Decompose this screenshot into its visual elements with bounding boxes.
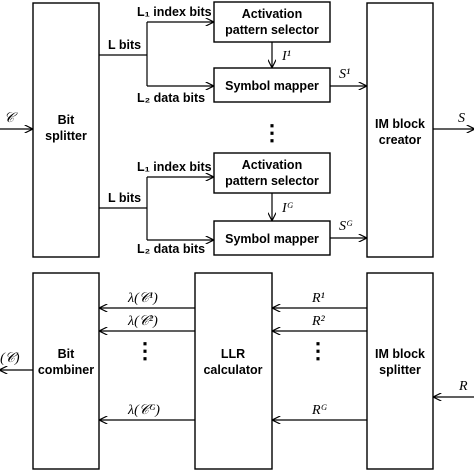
im-block-creator-label-1: IM block <box>375 117 425 131</box>
llr-calculator-label-2: calculator <box>203 363 262 377</box>
block-input-label-2: R² <box>311 314 326 329</box>
bit-splitter-label-1: Bit <box>58 113 76 127</box>
l-bits-label-1: L bits <box>108 38 141 52</box>
activation-selector-label-1b: pattern selector <box>225 23 319 37</box>
pattern-label-g: Iᴳ <box>281 201 294 216</box>
im-block-splitter-label-1: IM block <box>375 347 425 361</box>
data-bits-label-g: L₂ data bits <box>137 242 205 256</box>
symbol-mapper-label-1: Symbol mapper <box>225 79 319 93</box>
activation-selector-label-ga: Activation <box>242 158 302 172</box>
input-codeword-label: 𝒞 <box>4 111 18 126</box>
index-bits-label-g: L₁ index bits <box>137 160 212 174</box>
bit-splitter-label-2: splitter <box>45 129 87 143</box>
llr-calculator-block <box>194 272 273 470</box>
block-input-label-g: Rᴳ <box>311 403 328 418</box>
bit-combiner-label-2: combiner <box>38 363 94 377</box>
bit-combiner-block <box>32 272 100 470</box>
symbol-mapper-label-g: Symbol mapper <box>225 232 319 246</box>
group-ellipsis: ⋮ <box>261 120 283 145</box>
received-input-label: R <box>458 379 468 394</box>
activation-selector-label-gb: pattern selector <box>225 174 319 188</box>
llr-label-1: λ(𝒞¹) <box>127 291 158 306</box>
symbol-label-1: S¹ <box>339 67 350 82</box>
index-bits-label-1: L₁ index bits <box>137 5 212 19</box>
llr-label-g: λ(𝒞ᴳ) <box>127 403 160 418</box>
im-block-splitter-label-2: splitter <box>379 363 421 377</box>
data-bits-label-1: L₂ data bits <box>137 91 205 105</box>
activation-selector-label-1a: Activation <box>242 7 302 21</box>
block-input-ellipsis: ⋮ <box>307 338 329 363</box>
pattern-label-1: I¹ <box>281 49 291 64</box>
bit-splitter-block <box>32 2 100 258</box>
llr-output-label: λ(𝒞) <box>0 351 20 366</box>
symbol-label-g: Sᴳ <box>339 219 353 234</box>
l-bits-label-g: L bits <box>108 191 141 205</box>
output-s-label: S <box>458 111 465 126</box>
im-block-creator-label-2: creator <box>379 133 422 147</box>
symbol-mapper-block-1 <box>213 67 331 103</box>
im-block-creator-block <box>366 2 434 258</box>
block-input-label-1: R¹ <box>311 291 325 306</box>
activation-selector-block-g <box>213 152 331 194</box>
llr-ellipsis: ⋮ <box>134 338 156 363</box>
symbol-mapper-block-g <box>213 220 331 256</box>
im-block-splitter-block <box>366 272 434 470</box>
llr-label-2: λ(𝒞²) <box>127 314 158 329</box>
bit-combiner-label-1: Bit <box>58 347 76 361</box>
llr-calculator-label-1: LLR <box>221 347 245 361</box>
